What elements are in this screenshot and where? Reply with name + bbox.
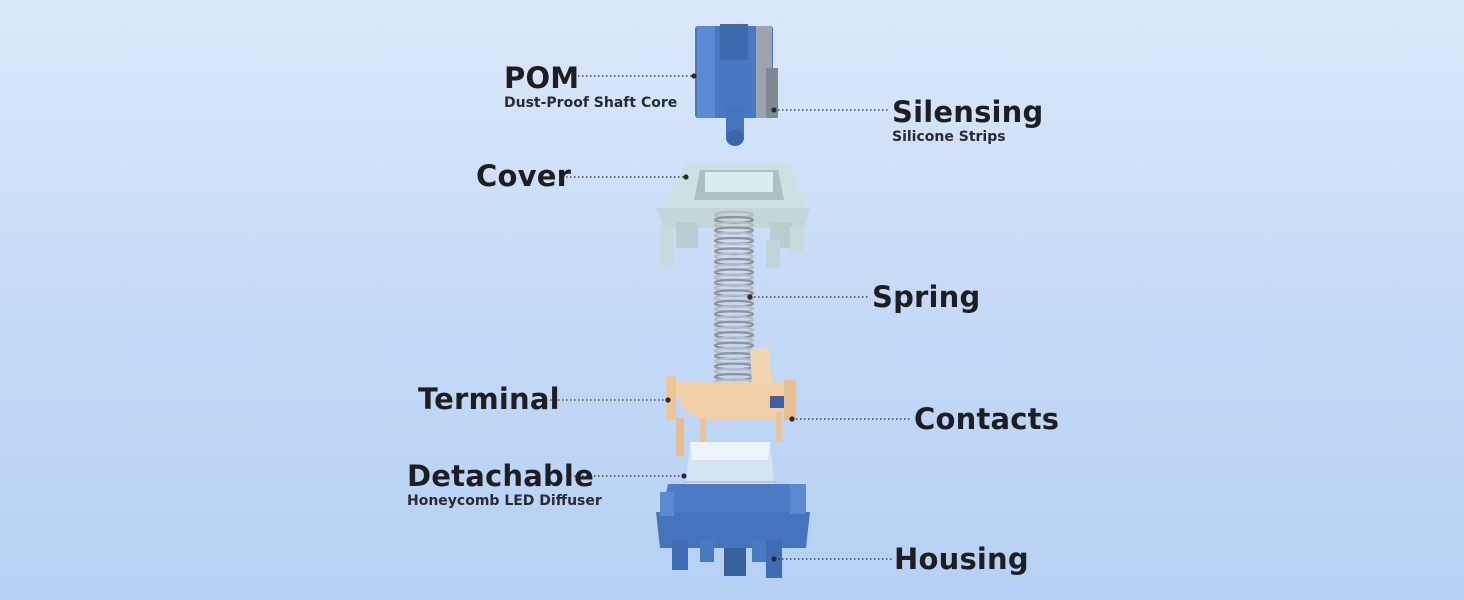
housing-label: Housing: [894, 543, 1029, 575]
contacts-title: Contacts: [914, 402, 1060, 436]
detachable-title: Detachable: [407, 459, 594, 493]
detachable-label: Detachable Honeycomb LED Diffuser: [407, 460, 602, 510]
silensing-title: Silensing: [892, 95, 1044, 129]
cover-part: [656, 163, 810, 268]
silensing-subtitle: Silicone Strips: [892, 129, 1006, 145]
stem-part: [695, 24, 778, 146]
detachable-subtitle: Honeycomb LED Diffuser: [407, 493, 602, 509]
leader-lines: [550, 75, 910, 560]
terminal-title: Terminal: [418, 382, 560, 416]
cover-title: Cover: [476, 159, 572, 193]
housing-part: [656, 484, 810, 578]
cover-label: Cover: [476, 160, 571, 192]
pom-label: POM Dust-Proof Shaft Core: [504, 62, 677, 112]
spring-part: [713, 210, 755, 392]
pom-subtitle: Dust-Proof Shaft Core: [504, 95, 678, 111]
spring-title: Spring: [872, 280, 981, 314]
spring-label: Spring: [872, 281, 981, 313]
contacts-part: [666, 346, 796, 456]
pom-title: POM: [504, 61, 580, 95]
terminal-label: Terminal: [418, 383, 560, 415]
housing-title: Housing: [894, 542, 1029, 576]
anchor-dots: [665, 73, 795, 562]
silensing-label: Silensing Silicone Strips: [892, 96, 1044, 146]
contacts-label: Contacts: [914, 403, 1059, 435]
